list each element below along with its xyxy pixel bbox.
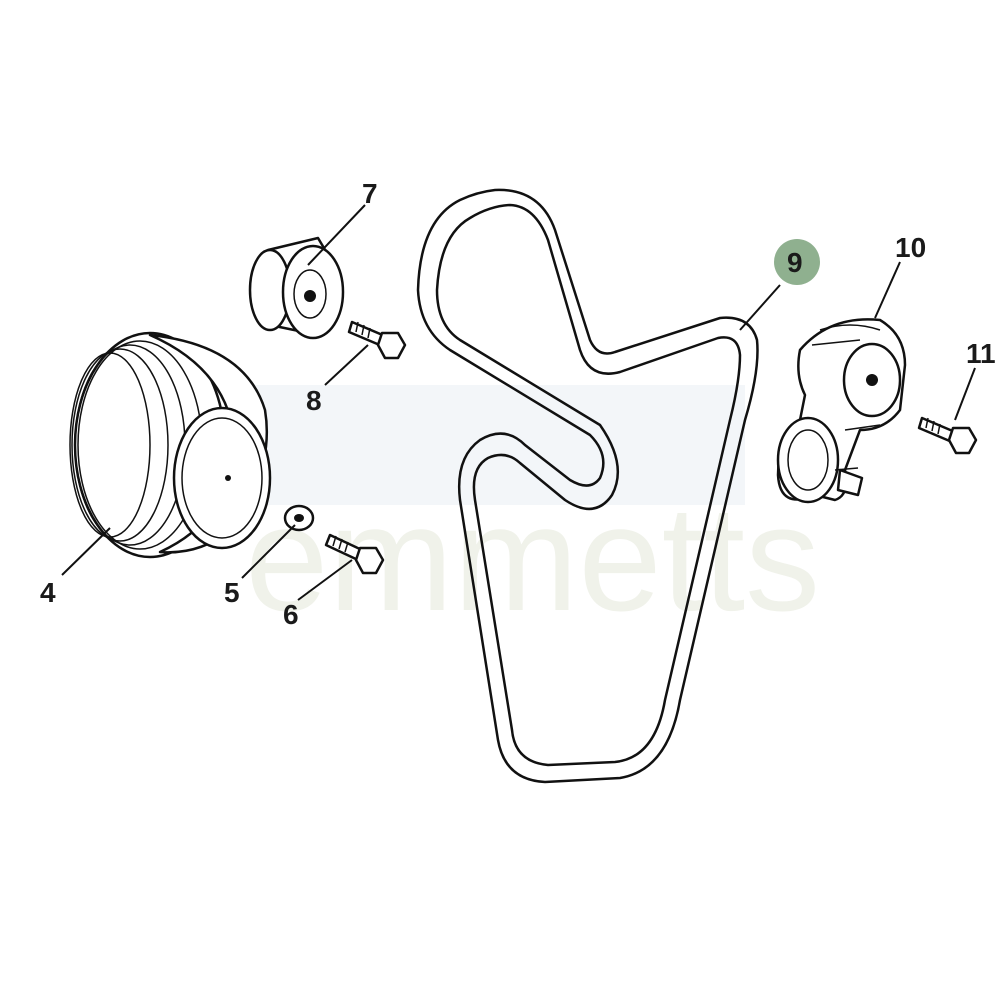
leader-7 [307,204,366,266]
callout-7[interactable]: 7 [362,178,378,209]
leader-8 [324,344,369,386]
leader-6 [297,559,353,601]
callout-5[interactable]: 5 [224,577,240,608]
watermark-band [250,385,745,505]
watermark-text: emmetts [245,474,820,642]
part-10-tensioner[interactable] [776,318,907,504]
callout-11[interactable]: 11 [966,338,996,369]
callout-6[interactable]: 6 [283,599,299,630]
callout-4[interactable]: 4 [40,577,56,608]
part-7-idler-pulley[interactable] [248,236,345,340]
leader-9 [739,284,781,331]
leader-4 [61,527,111,576]
part-11-bolt[interactable] [917,416,978,455]
part-5-washer[interactable] [283,504,315,532]
part-4-crank-pulley[interactable] [69,331,272,559]
callout-9-highlight [774,239,820,285]
part-8-bolt[interactable] [347,320,407,360]
leader-10 [874,261,901,319]
callout-8[interactable]: 8 [306,385,322,416]
leader-5 [241,524,296,579]
callout-9[interactable]: 9 [787,247,803,278]
part-6-bolt[interactable] [324,533,385,575]
callout-10[interactable]: 10 [895,232,926,263]
part-9-serpentine-belt[interactable] [416,188,759,784]
leader-11 [954,367,976,421]
